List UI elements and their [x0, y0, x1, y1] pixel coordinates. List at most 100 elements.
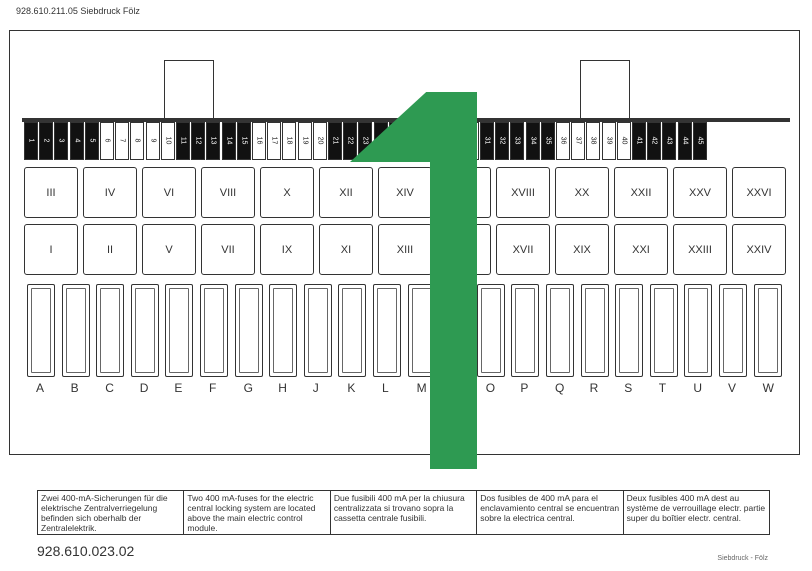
relay-slot: [269, 284, 298, 377]
fuse-10: 10: [160, 122, 175, 160]
fuse-12: 12: [191, 122, 206, 160]
fuse-39: 39: [601, 122, 616, 160]
letter-p: P: [520, 381, 529, 395]
letter-d: D: [139, 381, 149, 395]
fuse-37: 37: [571, 122, 586, 160]
note-fr: Deux fusibles 400 mA dest au système de …: [626, 493, 766, 523]
relay-slot: [165, 284, 194, 377]
fuse-13: 13: [206, 122, 221, 160]
fuse-43: 43: [662, 122, 677, 160]
relay-slot: [615, 284, 644, 377]
relay-xx: XX: [555, 167, 609, 218]
relay-slot: [719, 284, 747, 377]
fuse-38: 38: [586, 122, 601, 160]
relay-xxi: XXI: [614, 224, 668, 275]
relay-slot: [649, 284, 678, 377]
fuse-20: 20: [312, 122, 327, 160]
fuse-44: 44: [677, 122, 692, 160]
relay-slot: [580, 284, 609, 377]
fuse-1: 1: [24, 122, 38, 160]
fuse-15: 15: [236, 122, 251, 160]
letter-o: O: [485, 381, 496, 395]
fuse-35: 35: [540, 122, 555, 160]
fuse-36: 36: [556, 122, 570, 160]
fuse-21: 21: [328, 122, 342, 160]
relay-slot: [546, 284, 574, 377]
notes-table: Zwei 400-mA-Sicherungen für die elektris…: [37, 490, 770, 535]
relay-xxii: XXII: [614, 167, 668, 218]
relay-vii: VII: [201, 224, 255, 275]
relay-slot: [234, 284, 263, 377]
fuse-2: 2: [39, 122, 54, 160]
relay-xiv: XIV: [378, 167, 432, 218]
letter-u: U: [693, 381, 703, 395]
fuse-7: 7: [115, 122, 130, 160]
top-plug-left: [164, 60, 214, 120]
relay-iii: III: [24, 167, 78, 218]
letter-m: M: [416, 381, 427, 395]
relay-x: X: [260, 167, 314, 218]
relay-xxiii: XXIII: [673, 224, 727, 275]
letter-j: J: [312, 381, 319, 395]
fuse-41: 41: [632, 122, 646, 160]
fuse-18: 18: [282, 122, 297, 160]
fuse-14: 14: [221, 122, 236, 160]
letter-v: V: [728, 381, 737, 395]
fuse-45: 45: [692, 122, 707, 160]
letter-q: Q: [555, 381, 565, 395]
big-number-1: 1: [430, 92, 477, 469]
relay-slot: [511, 284, 540, 377]
letter-r: R: [589, 381, 599, 395]
relay-vi: VI: [142, 167, 196, 218]
fuse-19: 19: [297, 122, 312, 160]
relay-xviii: XVIII: [496, 167, 550, 218]
relay-viii: VIII: [201, 167, 255, 218]
letter-k: K: [347, 381, 356, 395]
relay-slot: [61, 284, 90, 377]
relay-iv: IV: [83, 167, 137, 218]
fuse-42: 42: [647, 122, 662, 160]
fuse-16: 16: [252, 122, 266, 160]
letter-a: A: [36, 381, 45, 395]
header-text: 928.610.211.05 Siebdruck Fölz: [16, 6, 140, 16]
relay-v: V: [142, 224, 196, 275]
relay-xxv: XXV: [673, 167, 727, 218]
relay-slot: [96, 284, 125, 377]
note-de: Zwei 400-mA-Sicherungen für die elektris…: [38, 491, 185, 534]
fuse-8: 8: [130, 122, 145, 160]
relay-xiii: XIII: [378, 224, 432, 275]
letter-e: E: [174, 381, 183, 395]
relay-xvii: XVII: [496, 224, 550, 275]
fuse-4: 4: [69, 122, 84, 160]
relay-xii: XII: [319, 167, 373, 218]
note-it: Due fusibili 400 mA per la chiusura cent…: [331, 491, 478, 534]
relay-ii: II: [83, 224, 137, 275]
fuse-17: 17: [267, 122, 282, 160]
fuse-33: 33: [510, 122, 525, 160]
relay-slot: [476, 284, 505, 377]
fuse-31: 31: [480, 122, 494, 160]
fuse-3: 3: [54, 122, 69, 160]
fuse-11: 11: [176, 122, 190, 160]
note-en: Two 400 mA-fuses for the electric centra…: [184, 491, 331, 534]
relay-i: I: [24, 224, 78, 275]
fuse-9: 9: [145, 122, 160, 160]
letter-w: W: [762, 381, 774, 395]
fuse-6: 6: [100, 122, 114, 160]
fuse-22: 22: [343, 122, 358, 160]
part-number: 928.610.023.02: [37, 543, 135, 559]
relay-xi: XI: [319, 224, 373, 275]
letter-c: C: [105, 381, 114, 395]
note-es: Dos fusibles de 400 mA para el enclavami…: [477, 491, 624, 534]
fuse-5: 5: [84, 122, 99, 160]
letter-s: S: [624, 381, 633, 395]
fuse-40: 40: [616, 122, 631, 160]
relay-slot: [303, 284, 332, 377]
letter-l: L: [382, 381, 389, 395]
footer-text: Siebdruck - Fölz: [717, 555, 768, 562]
letter-h: H: [278, 381, 287, 395]
relay-xix: XIX: [555, 224, 609, 275]
fuse-32: 32: [495, 122, 510, 160]
relay-xxiv: XXIV: [732, 224, 786, 275]
fuse-34: 34: [525, 122, 540, 160]
